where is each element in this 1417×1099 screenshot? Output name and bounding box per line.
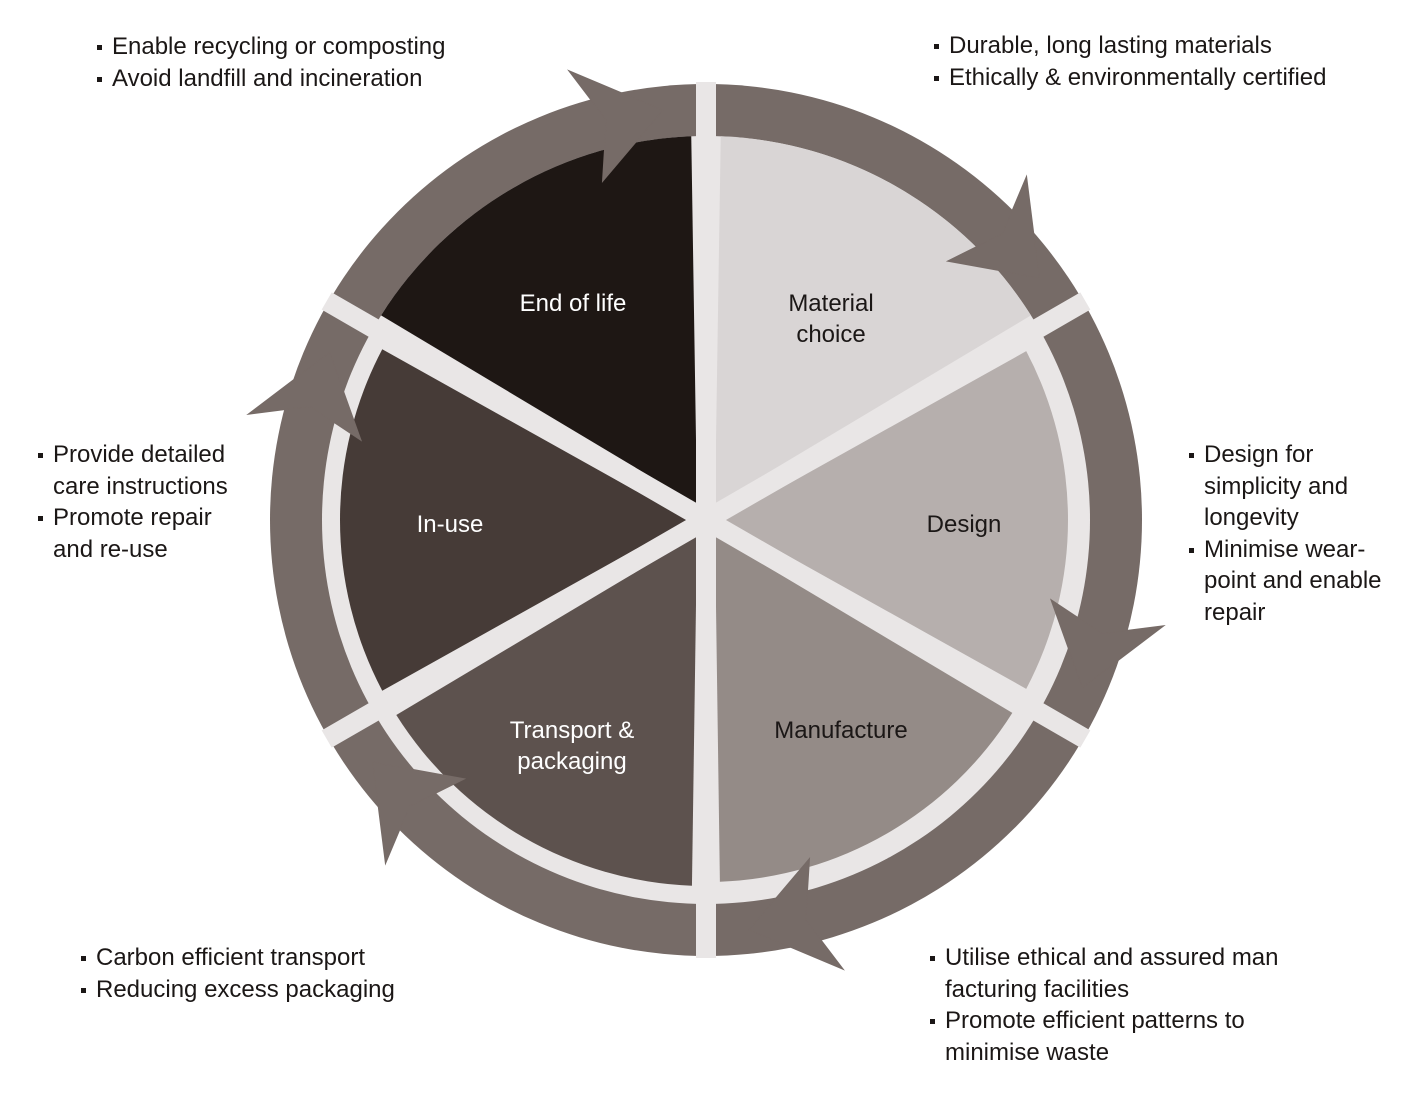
segment-label-manufacture: Manufacture [774, 717, 907, 744]
segment-end-of-life [381, 136, 697, 505]
cycle-arrow-head [372, 761, 467, 866]
note-item: Design for simplicity and longevity [1189, 439, 1394, 534]
segment-label-material-choice: Material choice [788, 290, 873, 348]
segment-label-line: In-use [417, 511, 484, 538]
segment-divider [321, 511, 712, 748]
note-item: Enable recycling or composting [97, 31, 517, 63]
notes-manufacture: Utilise ethical and assured man facturin… [930, 942, 1320, 1068]
segment-label-design: Design [927, 511, 1002, 538]
segment-label-transport-packaging: Transport & packaging [510, 717, 635, 775]
note-item: Durable, long lasting materials [934, 30, 1394, 62]
cycle-arrow-head [945, 174, 1040, 279]
segment-label-line: Material [788, 290, 873, 317]
notes-in-use: Provide detailed care instructions Promo… [38, 439, 243, 565]
segment-transport-packaging [396, 535, 697, 886]
note-item: Minimise wear-point and enable repair [1189, 534, 1394, 629]
cycle-arrow-head [1049, 598, 1166, 689]
segment-label-line: Transport & [510, 717, 635, 744]
segment-label-line: Manufacture [774, 717, 907, 744]
note-item: Promote repair and re-use [38, 502, 243, 565]
segment-label-line: Design [927, 511, 1002, 538]
segment-wheel [321, 82, 1091, 958]
segment-material-choice [715, 136, 1031, 505]
segment-divider [321, 292, 712, 529]
segment-in-use [340, 349, 688, 691]
note-item: Avoid landfill and incineration [97, 63, 517, 95]
cycle-arrow-head [748, 857, 845, 971]
segment-label-line: choice [796, 321, 865, 348]
segment-label-line: packaging [517, 748, 626, 775]
note-item: Promote efficient patterns to minimise w… [930, 1005, 1320, 1068]
notes-end-of-life: Enable recycling or composting Avoid lan… [97, 31, 517, 94]
note-item: Reducing excess packaging [81, 974, 461, 1006]
notes-design: Design for simplicity and longevity Mini… [1189, 439, 1394, 628]
segment-design [724, 351, 1068, 689]
segment-label-line: End of life [520, 290, 627, 317]
notes-material-choice: Durable, long lasting materials Ethicall… [934, 30, 1394, 93]
segment-divider [700, 511, 1091, 748]
note-item: Ethically & environmentally certified [934, 62, 1394, 94]
cycle-arrow-head [567, 69, 664, 183]
segment-divider [700, 292, 1091, 529]
cycle-arrows [246, 69, 1166, 971]
segment-label-in-use: In-use [417, 511, 484, 538]
cycle-arrow-head [246, 351, 363, 442]
note-item: Carbon efficient transport [81, 942, 461, 974]
note-item: Provide detailed care instructions [38, 439, 243, 502]
notes-transport-packaging: Carbon efficient transport Reducing exce… [81, 942, 461, 1005]
segment-manufacture [715, 535, 1013, 882]
segment-label-end-of-life: End of life [520, 290, 627, 317]
note-item: Utilise ethical and assured man facturin… [930, 942, 1320, 1005]
